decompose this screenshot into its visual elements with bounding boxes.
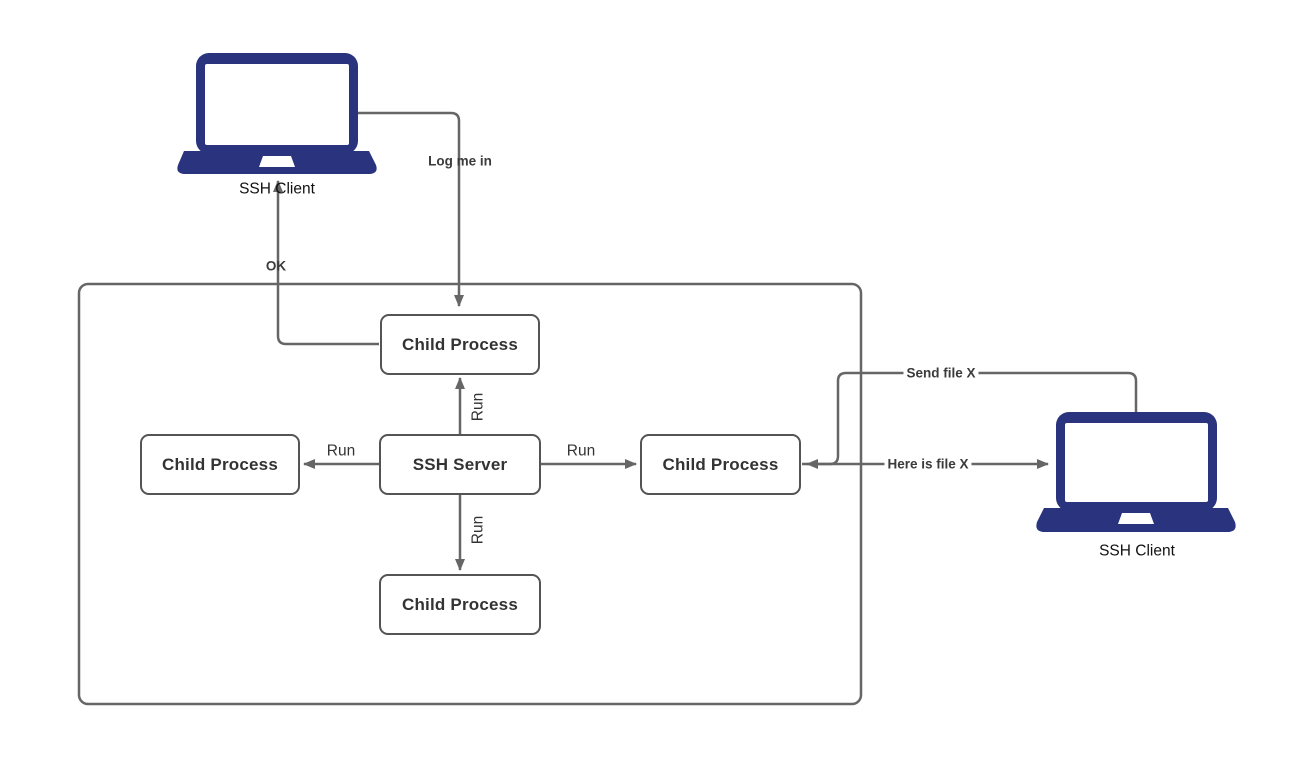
edge-log-me-in [357, 111, 464, 307]
edge-label-run-bottom: Run [469, 515, 487, 545]
ssh-client-left-label: SSH Client [239, 180, 315, 198]
edge-label-log-me-in: Log me in [428, 153, 492, 169]
laptop-notch [1118, 513, 1154, 524]
edge-label-run-top: Run [469, 392, 487, 422]
laptop-screen [205, 64, 349, 145]
node-child-process-bottom: Child Process [379, 574, 541, 635]
edge-ok [273, 180, 379, 346]
laptop-screen [1065, 423, 1208, 502]
edge-label-run-right: Run [566, 442, 596, 460]
ssh-client-right-label: SSH Client [1099, 542, 1175, 560]
laptop-icon-left [177, 53, 377, 174]
laptop-notch [259, 156, 295, 167]
edge-send-file-x [806, 371, 1138, 469]
node-child-process-left: Child Process [140, 434, 300, 495]
node-child-process-top: Child Process [380, 314, 540, 375]
laptop-icon-right [1036, 412, 1236, 532]
server-boundary-box [77, 282, 863, 706]
node-ssh-server: SSH Server [379, 434, 541, 495]
edge-label-ok: OK [265, 258, 287, 274]
edge-label-here-is-file-x: Here is file X [884, 456, 972, 472]
node-child-process-right: Child Process [640, 434, 801, 495]
edge-label-run-left: Run [326, 442, 356, 460]
edge-label-send-file-x: Send file X [903, 365, 979, 381]
